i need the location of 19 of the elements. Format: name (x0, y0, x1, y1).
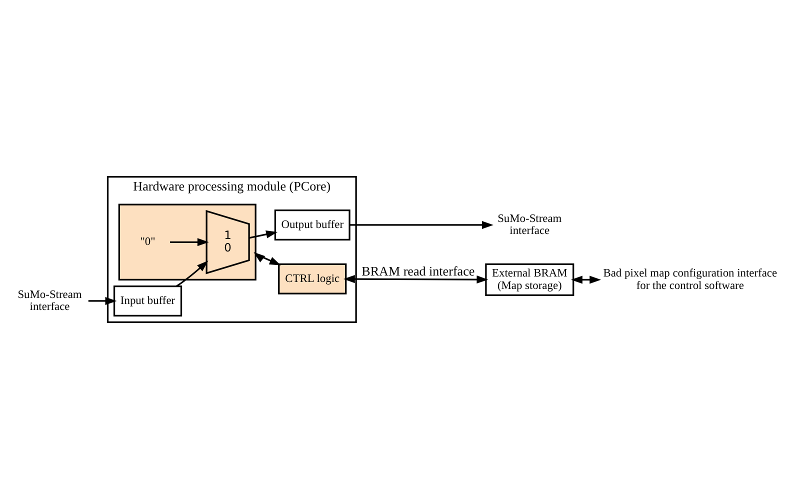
node-text: SuMo-Stream interface (498, 212, 562, 237)
edge-label: BRAM read interface (362, 262, 475, 278)
arrow (570, 275, 602, 284)
arrow (343, 274, 488, 284)
node-box: Output buffer (274, 208, 350, 240)
node-box: External BRAM (Map storage) (485, 262, 574, 296)
arrow (248, 230, 278, 238)
arrow (88, 296, 117, 304)
node-text: "0" (140, 236, 156, 248)
arrow (176, 260, 208, 286)
node-box: CTRL logic (278, 262, 347, 294)
arrow (254, 252, 281, 265)
arrow (170, 238, 209, 246)
node-box: Input buffer (113, 284, 182, 316)
node-text: Bad pixel map configuration interface for the control software (603, 267, 778, 292)
arrow (350, 220, 494, 228)
node-text: SuMo-Stream interface (18, 288, 82, 313)
cluster (118, 203, 256, 280)
node-box: 1 0 (206, 210, 250, 274)
